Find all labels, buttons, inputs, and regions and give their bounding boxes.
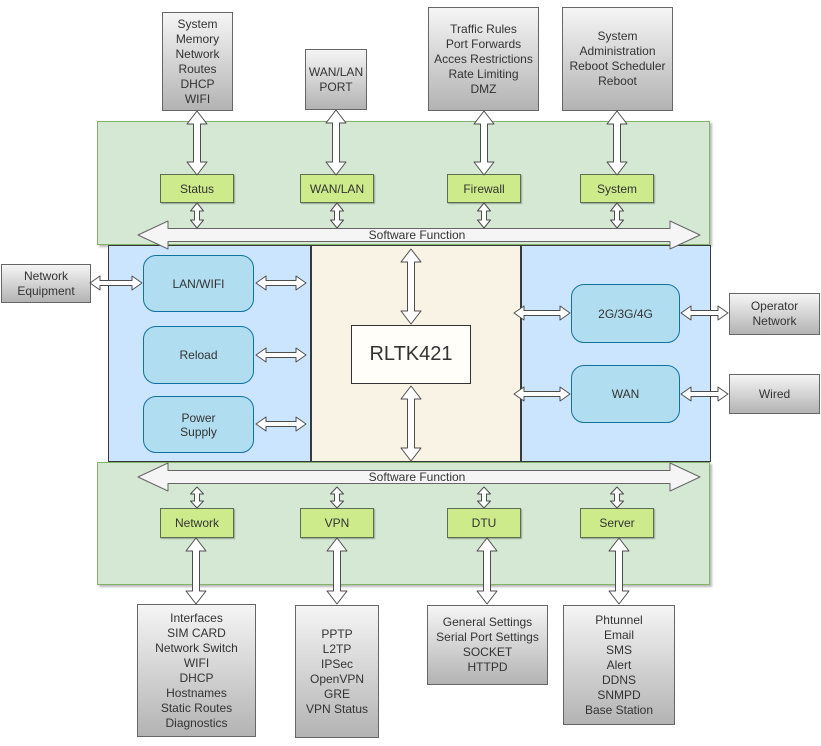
module-dtu-label: DTU [471,516,497,530]
external-wired-label: Wired [758,386,791,401]
hw-module-reload: Reload [143,326,254,384]
hw-module-wan-label: WAN [611,387,640,401]
module-system-label: System [596,181,637,196]
module-firewall: Firewall [447,174,521,203]
detail-box-wan-lan-port: WAN/LAN PORT [305,49,367,110]
module-server-label: Server [599,516,635,530]
detail-box-network: Interfaces SIM CARD Network Switch WIFI … [137,604,256,737]
detail-box-status: System Memory Network Routes DHCP WIFI [162,12,233,111]
module-network: Network [160,508,234,538]
software-function-label-top: Software Function [369,228,466,242]
detail-box-server: Phtunnel Email SMS Alert DDNS SNMPD Base… [563,605,675,725]
module-system: System [580,174,654,203]
hw-module-wan: WAN [571,365,680,423]
chip-rltk421: RLTK421 [351,325,471,384]
module-vpn: VPN [300,508,374,538]
detail-box-vpn: PPTP L2TP IPSec OpenVPN GRE VPN Status [295,605,379,738]
detail-box-vpn-text: PPTP L2TP IPSec OpenVPN GRE VPN Status [305,626,369,716]
external-wired: Wired [729,374,820,414]
hw-module-lan-wifi: LAN/WIFI [143,255,254,312]
module-wan-lan-label: WAN/LAN [309,181,365,196]
external-operator-network-label: Operator Network [750,299,799,328]
module-network-label: Network [174,516,219,530]
hw-module-power-supply: Power Supply [143,396,254,453]
module-status-label: Status [179,181,215,196]
module-vpn-label: VPN [324,516,350,530]
software-function-label-top-text: Software Function [368,228,466,242]
detail-box-status-text: System Memory Network Routes DHCP WIFI [175,16,220,106]
detail-box-server-text: Phtunnel Email SMS Alert DDNS SNMPD Base… [584,612,654,717]
external-network-equipment-label: Network Equipment [17,268,75,298]
hw-module-cellular-label: 2G/3G/4G [598,306,653,321]
detail-box-system: System Administration Reboot Scheduler R… [562,7,673,111]
external-network-equipment: Network Equipment [1,264,91,303]
software-function-label-bottom: Software Function [369,470,466,484]
detail-box-dtu: General Settings Serial Port Settings SO… [427,605,548,685]
software-function-label-bottom-text: Software Function [368,470,466,484]
hw-module-lan-wifi-label: LAN/WIFI [172,276,225,291]
module-dtu: DTU [447,508,521,538]
hw-module-reload-label: Reload [179,348,218,362]
chip-rltk421-label: RLTK421 [369,343,453,365]
detail-box-system-text: System Administration Reboot Scheduler R… [569,29,666,88]
external-operator-network: Operator Network [729,293,820,335]
hw-module-power-supply-label: Power Supply [180,410,217,439]
module-status: Status [160,174,234,203]
detail-box-dtu-text: General Settings Serial Port Settings SO… [436,615,539,674]
detail-box-firewall: Traffic Rules Port Forwards Acces Restri… [428,7,539,111]
module-firewall-label: Firewall [463,181,505,196]
detail-box-firewall-text: Traffic Rules Port Forwards Acces Restri… [434,21,533,96]
detail-box-wan-lan-port-text: WAN/LAN PORT [308,64,364,94]
detail-box-network-text: Interfaces SIM CARD Network Switch WIFI … [155,610,238,730]
module-wan-lan: WAN/LAN [300,174,374,203]
hw-module-cellular: 2G/3G/4G [571,284,680,343]
module-server: Server [580,508,654,538]
hardware-panel-right [521,245,711,462]
